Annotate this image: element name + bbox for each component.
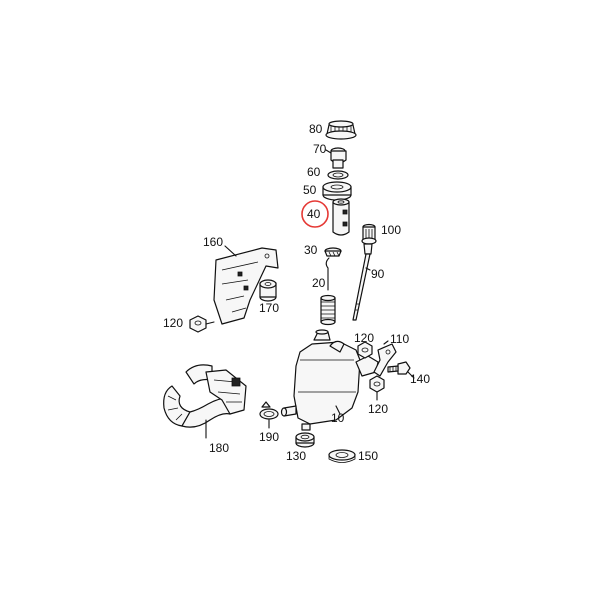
part-140-bolt — [387, 361, 415, 379]
part-180-hose — [163, 364, 247, 439]
callout-160: 160 — [203, 235, 223, 249]
callout-150: 150 — [358, 449, 378, 463]
callout-180: 180 — [209, 441, 229, 455]
part-50-collar — [322, 181, 352, 201]
part-60-seal — [327, 170, 349, 180]
part-100-dipstick-cap — [361, 223, 377, 245]
callout-10: 10 — [331, 411, 345, 425]
callout-60: 60 — [307, 165, 321, 179]
part-110-bracket — [373, 340, 397, 377]
callout-40: 40 — [307, 207, 321, 221]
callout-50: 50 — [303, 183, 317, 197]
part-10-reservoir — [280, 329, 379, 431]
callout-120-top: 120 — [354, 331, 374, 345]
part-190-clamp — [259, 401, 279, 429]
callout-90: 90 — [371, 267, 385, 281]
part-170-grommet — [259, 279, 277, 302]
part-20-spring — [320, 257, 336, 326]
part-80-cap — [325, 120, 357, 140]
part-120-nut-top — [357, 341, 373, 359]
callout-70: 70 — [313, 142, 327, 156]
part-160-bracket — [213, 245, 279, 325]
callout-20: 20 — [312, 276, 326, 290]
callout-190: 190 — [259, 430, 279, 444]
callout-120-right: 120 — [368, 402, 388, 416]
callout-140: 140 — [410, 372, 430, 386]
part-90-dipstick — [352, 243, 373, 321]
part-30-spring-seat — [324, 247, 342, 257]
callout-80: 80 — [309, 122, 323, 136]
callout-120-left: 120 — [163, 316, 183, 330]
part-120-nut-left — [189, 315, 215, 333]
part-120-nut-right — [369, 375, 385, 401]
part-130-grommet — [295, 432, 315, 448]
callout-100: 100 — [381, 223, 401, 237]
part-40-filler-tube — [332, 198, 350, 236]
callout-30: 30 — [304, 243, 318, 257]
callout-170: 170 — [259, 301, 279, 315]
highlight-circle-40 — [301, 200, 329, 228]
callout-110: 110 — [390, 332, 409, 346]
part-150-seal — [328, 449, 356, 463]
part-70-insert — [325, 147, 347, 169]
callout-130: 130 — [286, 449, 306, 463]
